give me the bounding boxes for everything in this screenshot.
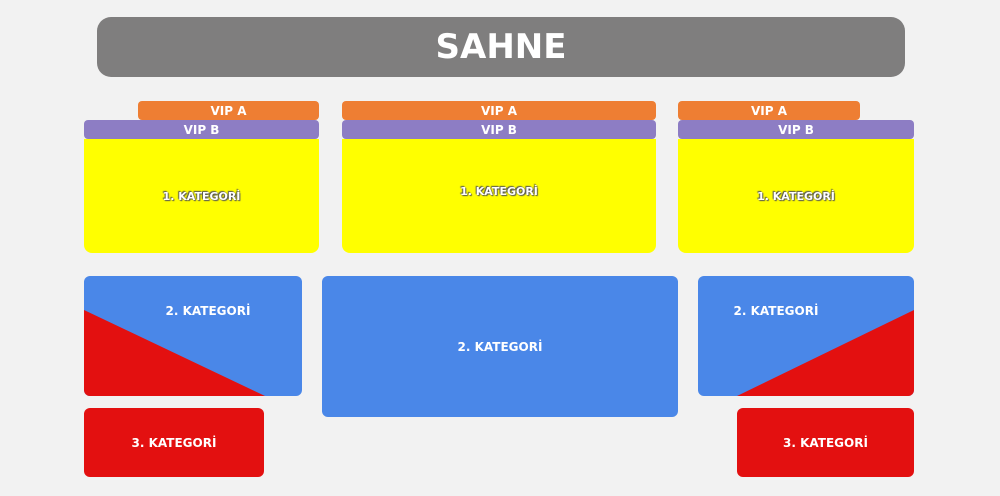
category-1-center[interactable]: 1. KATEGORİ xyxy=(342,139,656,253)
vip-b-center[interactable]: VIP B xyxy=(342,120,656,139)
category-1-right[interactable]: 1. KATEGORİ xyxy=(678,139,914,253)
category-3-label: 3. KATEGORİ xyxy=(131,435,217,450)
category-2-left[interactable]: 2. KATEGORİ xyxy=(84,276,302,396)
category-1-label: 1. KATEGORİ xyxy=(460,185,538,198)
category-2-label: 2. KATEGORİ xyxy=(733,304,819,318)
category-1-label: 1. KATEGORİ xyxy=(162,189,241,203)
category-2-label: 2. KATEGORİ xyxy=(457,339,543,354)
category-2-right[interactable]: 2. KATEGORİ xyxy=(698,276,914,396)
vip-b-left[interactable]: VIP B xyxy=(84,120,319,139)
vip-a-left[interactable]: VIP A xyxy=(138,101,319,120)
vip-b-right[interactable]: VIP B xyxy=(678,120,914,139)
category-3-left-wedge[interactable] xyxy=(84,276,302,396)
category-1-left[interactable]: 1. KATEGORİ xyxy=(84,139,319,253)
vip-a-center[interactable]: VIP A xyxy=(342,101,656,120)
category-3-right[interactable]: 3. KATEGORİ xyxy=(737,408,914,477)
vip-a-right[interactable]: VIP A xyxy=(678,101,860,120)
category-2-label: 2. KATEGORİ xyxy=(165,304,251,318)
category-2-center[interactable]: 2. KATEGORİ xyxy=(322,276,678,417)
category-3-left[interactable]: 3. KATEGORİ xyxy=(84,408,264,477)
category-1-label: 1. KATEGORİ xyxy=(757,189,835,203)
stage: SAHNE xyxy=(97,17,905,77)
category-3-right-wedge[interactable] xyxy=(698,276,914,396)
category-3-label: 3. KATEGORİ xyxy=(783,435,868,450)
